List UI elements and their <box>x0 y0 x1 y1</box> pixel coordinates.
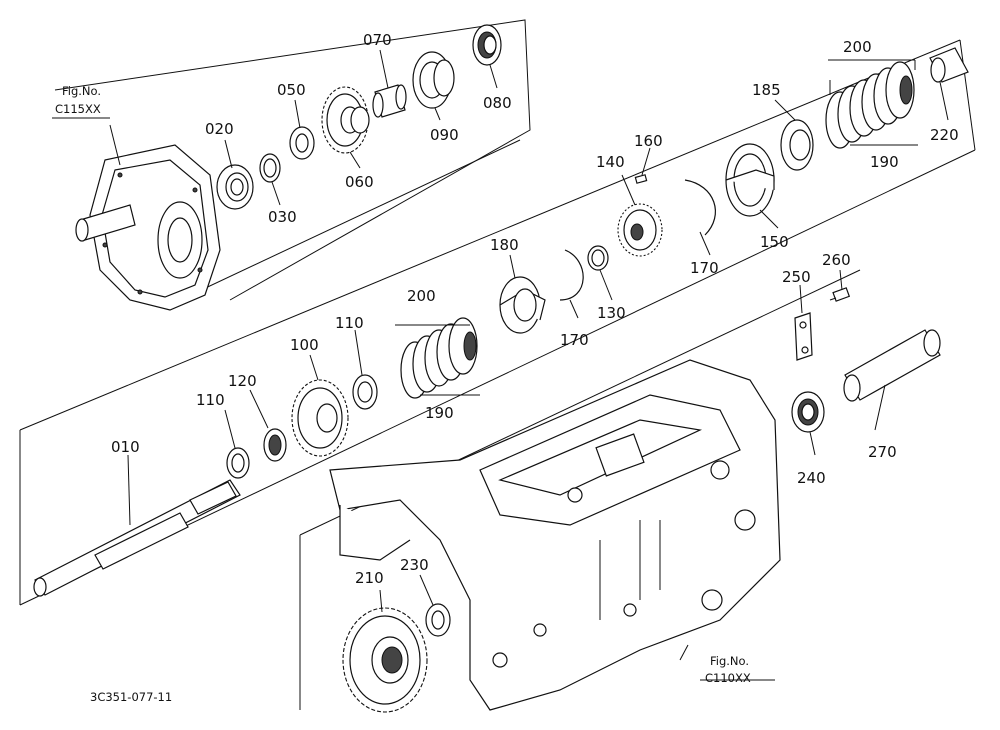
callout-080: 080 <box>483 94 512 112</box>
callout-160: 160 <box>634 132 663 150</box>
fig-ref-lower-line1: Fig.No. <box>710 654 749 668</box>
part-180-piston <box>499 276 546 334</box>
part-260-bolt <box>829 287 851 302</box>
part-130-washer <box>587 245 609 271</box>
part-110-washer-upper <box>352 374 378 410</box>
part-120-needle-bearing <box>263 428 287 462</box>
part-080-synchro-ring <box>472 24 502 66</box>
part-030-snap-ring <box>259 153 281 183</box>
callout-190-lower: 190 <box>425 404 454 422</box>
drawing-id: 3C351-077-11 <box>90 690 172 704</box>
lower-clutch-pack <box>400 317 478 399</box>
callout-120: 120 <box>228 372 257 390</box>
callout-200-lower: 200 <box>407 287 436 305</box>
callout-185: 185 <box>752 81 781 99</box>
part-150-clutch-hub <box>725 143 775 217</box>
part-220-bushing <box>929 47 969 83</box>
transmission-case <box>329 359 781 711</box>
clutch-pack-brackets <box>395 59 918 396</box>
callout-170-upper: 170 <box>690 259 719 277</box>
part-070-needle-bearing <box>372 84 407 118</box>
upper-assembly-frame <box>54 19 531 301</box>
callout-190-upper: 190 <box>870 153 899 171</box>
part-140-gear <box>617 203 663 257</box>
part-010-shaft <box>33 479 241 597</box>
callout-220: 220 <box>930 126 959 144</box>
fig-ref-upper-line1: Fig.No. <box>62 84 101 98</box>
figure-ref-upper: Fig.No. C115XX <box>55 84 101 116</box>
callout-200-upper: 200 <box>843 38 872 56</box>
fig-ref-upper-line2: C115XX <box>55 102 101 116</box>
callout-030: 030 <box>268 208 297 226</box>
callout-110-upper: 110 <box>335 314 364 332</box>
callout-150: 150 <box>760 233 789 251</box>
callout-180: 180 <box>490 236 519 254</box>
callout-020: 020 <box>205 120 234 138</box>
figure-ref-lower: Fig.No. C110XX <box>705 654 751 685</box>
part-250-plate <box>794 312 813 361</box>
part-090-sleeve <box>412 51 455 109</box>
leader-lines <box>52 49 949 681</box>
part-230-washer <box>425 603 451 637</box>
callout-170-lower: 170 <box>560 331 589 349</box>
callout-010: 010 <box>111 438 140 456</box>
callout-130: 130 <box>597 304 626 322</box>
part-270-tube <box>843 329 941 402</box>
callout-230: 230 <box>400 556 429 574</box>
part-110-washer-lower <box>226 447 250 479</box>
callout-140: 140 <box>596 153 625 171</box>
callout-050: 050 <box>277 81 306 99</box>
callout-250: 250 <box>782 268 811 286</box>
callout-240: 240 <box>797 469 826 487</box>
upper-clutch-pack <box>825 61 915 149</box>
callout-270: 270 <box>868 443 897 461</box>
part-060-gear <box>321 86 370 154</box>
part-100-gear <box>291 379 349 457</box>
fig-ref-lower-line2: C110XX <box>705 671 751 685</box>
callout-090: 090 <box>430 126 459 144</box>
part-170-snap-ring-lower <box>559 249 584 301</box>
part-160-pin <box>634 174 648 184</box>
part-050-washer <box>289 126 315 160</box>
front-housing-cover <box>75 144 221 311</box>
part-210-gear <box>342 607 428 713</box>
callout-260: 260 <box>822 251 851 269</box>
callout-060: 060 <box>345 173 374 191</box>
part-020-bearing <box>216 164 254 210</box>
callout-070: 070 <box>363 31 392 49</box>
callout-110-lower: 110 <box>196 391 225 409</box>
callout-210: 210 <box>355 569 384 587</box>
part-240-oil-seal <box>791 391 825 433</box>
part-185-pressure-plate <box>780 119 814 171</box>
callout-100: 100 <box>290 336 319 354</box>
part-170-snap-ring-upper <box>684 179 716 236</box>
